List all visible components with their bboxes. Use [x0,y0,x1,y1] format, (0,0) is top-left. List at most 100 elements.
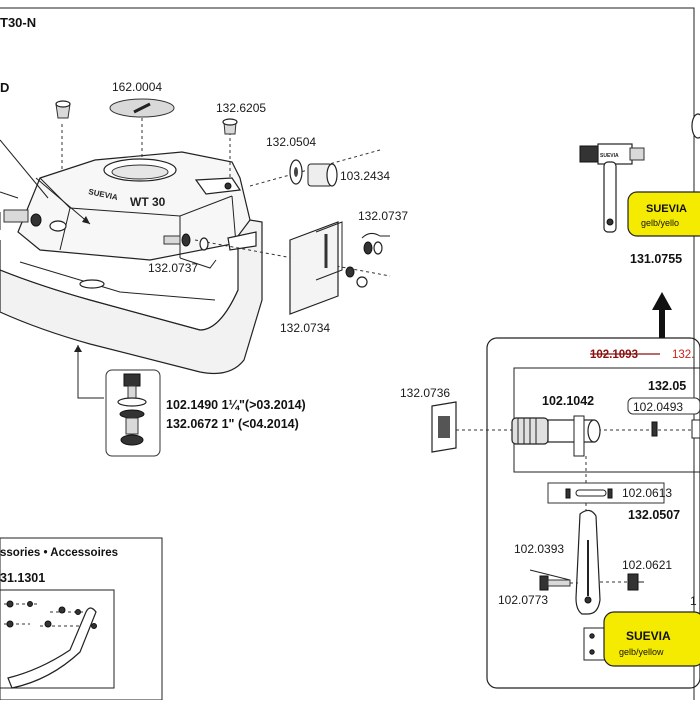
label-valve-right: 132.05 [648,379,686,393]
knob-part [627,573,644,591]
bracket-part [289,221,343,315]
acc-bolt-1 [6,600,14,608]
yellow-label-bottom-sub: gelb/yellow [619,647,664,657]
lid-part [109,98,175,118]
page-frame [0,7,695,700]
drain-callout-line [77,345,104,399]
acc-bracket-arm [7,607,97,689]
label-screw-right: 132.0737 [358,209,408,223]
washer-hole [294,167,298,177]
yellow-label-top-sub: gelb/yello [641,218,679,228]
mounting-tab-top [194,177,242,195]
spacer-end [326,163,338,187]
corner-label: D [0,80,9,95]
drain-cap [123,373,141,387]
accessory-kit [4,600,98,689]
drain-body [125,417,139,435]
tab-hole [224,182,232,190]
upper-ring [691,113,700,139]
screw-left-shank [163,235,181,245]
drain-hole [79,279,105,289]
left-washer [49,220,67,232]
drain-callout-arrow [74,345,82,352]
plate-screw-2 [589,649,595,655]
up-arrow-shaft [659,310,665,338]
pointer-arrowhead [82,216,90,224]
lid-slot [133,102,151,114]
screw-left-washer [199,237,209,251]
drain-stem [127,385,137,399]
small-part-box [627,397,700,415]
screw-left-nut [181,233,191,247]
upper-valve-cap [579,145,601,163]
valve-body-part [511,415,601,457]
acc-bolt-2 [27,601,33,607]
label-pin: 102.0613 [622,486,672,500]
tank-model-text: WT 30 [130,195,166,209]
drain-washer-2 [119,409,145,419]
upper-valve-assembly: SUEVIA [579,113,700,233]
mounting-tab-side [227,231,257,251]
accessories-inner-box [0,589,115,689]
label-knob: 102.0621 [622,558,672,572]
trough-rim [0,269,239,331]
label-lever-screw: 102.0773 [498,593,548,607]
upper-valve-outlet [629,147,645,161]
label-valve-small: 102.0493 [633,400,683,414]
label-washer: 132.0504 [266,135,316,149]
valve-end [587,419,601,443]
acc-bolt-5 [75,609,81,615]
trough-inner-edge [19,261,216,301]
pin-part [565,488,613,499]
acc-bolt-7 [91,623,97,629]
washer-right [356,276,368,288]
label-plug: 132.6205 [216,101,266,115]
plug-left-top [55,100,71,108]
screw-set-left [163,233,217,269]
left-fitting [3,209,29,223]
yellow-label-top-brand: SUEVIA [646,203,687,215]
bracket-plate [289,221,339,315]
page-title: T30-N [0,15,36,30]
pointer-line-1 [0,139,49,199]
drain-washer-1 [117,397,147,407]
label-drain-b: 132.0672 1" (<04.2014) [166,417,299,431]
label-bracket: 132.0734 [280,321,330,335]
drain-valve-part [117,373,147,446]
label-lid: 162.0004 [112,80,162,94]
pin-end [607,488,613,499]
pin-head [565,488,571,499]
label-upper-valve: 131.0755 [630,252,682,266]
tank-bowl [17,151,251,261]
plug-top [222,118,238,126]
plate-screw-1 [589,633,595,639]
label-valve-body: 102.1042 [542,394,594,408]
upper-valve-brand: SUEVIA [600,153,619,159]
acc-bolt-6 [44,620,52,628]
nut-right-3 [345,266,355,278]
upper-lever-pin [606,218,614,226]
yellow-label-bottom [603,611,700,667]
up-arrow-head [652,292,672,310]
label-drain-a: 102.1490 1¼"(>03.2014) [166,398,306,412]
lever-part [575,509,601,615]
acc-bolt-4 [58,606,66,614]
water-tank-illustration: SUEVIA WT 30 [0,139,263,375]
label-valve-group-red: 132. [672,349,694,361]
nut-right-2 [373,241,383,255]
bracket-flange [315,221,343,281]
lever-screw-part [539,575,571,591]
washer-part [289,159,303,185]
pointer-line-3 [35,177,91,225]
knob-body [627,573,639,591]
spacer-part [307,163,338,187]
screw-shank [547,579,571,587]
lever-pivot [584,596,592,604]
left-nut [30,213,42,227]
clamp-part [431,401,457,453]
label-screw-left: 132.0737 [148,261,198,275]
plug-part [222,118,238,135]
valve-group-box [486,337,700,689]
